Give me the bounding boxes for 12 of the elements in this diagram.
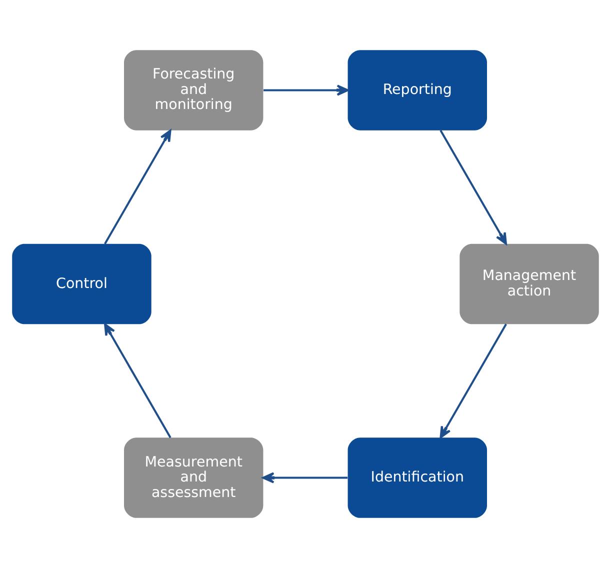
node-box: Forecasting and monitoring <box>124 50 264 130</box>
arrow <box>104 322 172 438</box>
arrow <box>264 84 349 96</box>
node-box: Control <box>12 243 152 324</box>
arrow <box>440 129 507 244</box>
arrow <box>104 129 172 244</box>
node-box: Measurement and assessment <box>124 437 264 518</box>
node-box: Identification <box>348 437 487 518</box>
node-box: Reporting <box>348 50 487 130</box>
node-box: Management action <box>460 243 599 324</box>
arrow <box>262 472 348 483</box>
arrow <box>440 323 507 438</box>
